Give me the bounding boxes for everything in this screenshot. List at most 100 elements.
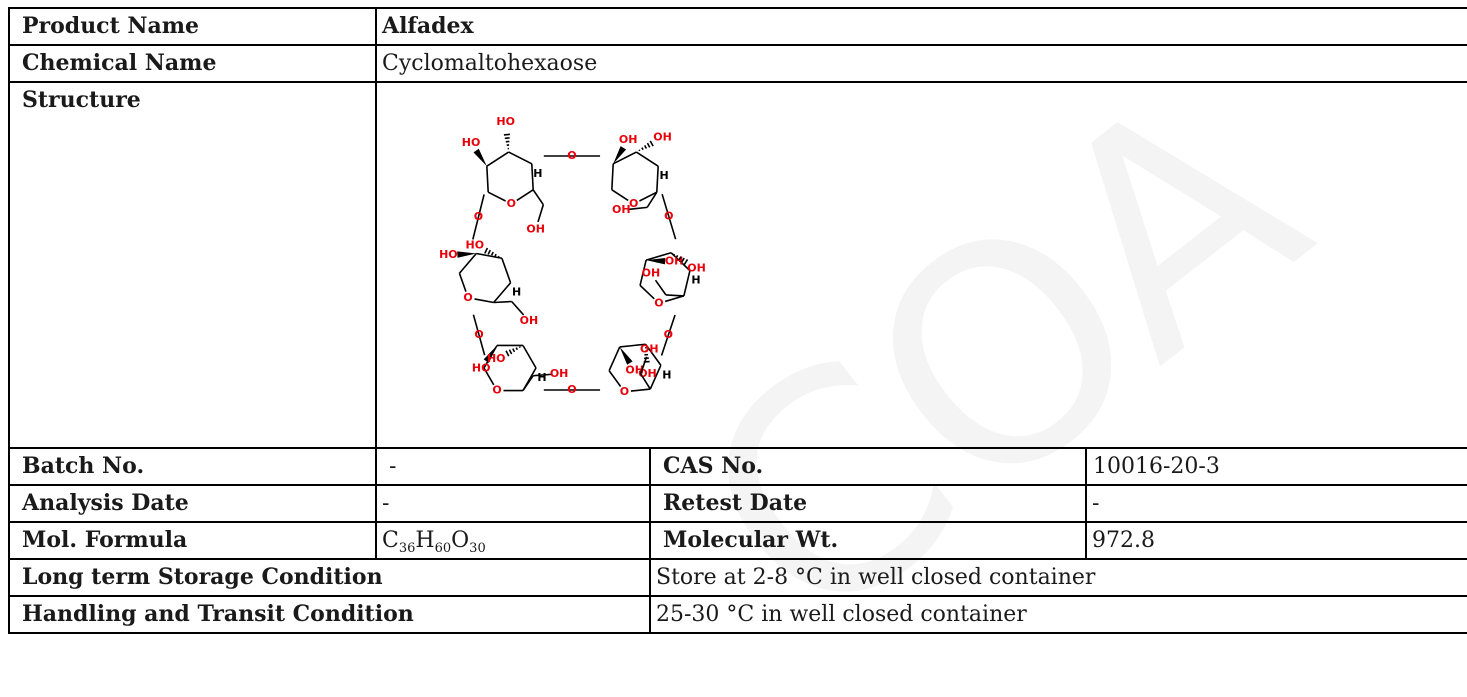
ring-oxygen-5: O [463, 291, 472, 304]
hydroxyl-1-b: OH [653, 130, 672, 143]
ch2oh-4: OH [550, 367, 569, 380]
hydroxyl-4-b: HO [487, 352, 506, 365]
hash-bond [508, 349, 513, 355]
row-formula-weight: Mol. Formula C36H60O30 Molecular Wt. 972… [8, 521, 1467, 560]
handling-transit-value: 25-30 °C in well closed container [648, 595, 1467, 634]
product-name-value: Alfadex [374, 7, 1467, 46]
hash-bond [638, 149, 641, 152]
cas-no-label: CAS No. [649, 447, 1087, 486]
hash-bond [494, 253, 497, 257]
formula-el-o: O [451, 528, 470, 553]
hash-bond [497, 255, 500, 258]
row-handling: Handling and Transit Condition 25-30 °C … [8, 595, 1467, 634]
hash-bond [681, 257, 685, 263]
row-product-name: Product Name Alfadex [8, 7, 1467, 46]
ring-bond [644, 343, 662, 366]
glycosidic-oxygen-2: O [664, 328, 673, 341]
row-batch-cas: Batch No. - CAS No. 10016-20-3 [8, 447, 1467, 486]
glycosidic-bond [472, 216, 480, 240]
batch-no-label: Batch No. [8, 447, 377, 486]
cas-no-value: 10016-20-3 [1084, 447, 1467, 486]
wedge-bond [613, 146, 627, 164]
hydroxyl-0-b: HO [496, 115, 515, 128]
ring-bond [656, 166, 659, 193]
glycosidic-oxygen-3: O [567, 383, 576, 396]
hash-bond [675, 254, 679, 258]
ch2oh-bond [511, 300, 525, 316]
stereo-h-4: H [537, 371, 546, 384]
ch2-bond [522, 375, 534, 391]
hydroxyl-4-a: HO [472, 362, 491, 375]
retest-date-value: - [1084, 484, 1467, 523]
hash-bond [515, 347, 519, 351]
ring-bond [639, 284, 655, 300]
ring-bond [635, 151, 659, 167]
ch2oh-bond [639, 356, 648, 375]
ring-bond [458, 272, 467, 292]
formula-el-h: H [415, 528, 435, 553]
ring-bond [683, 270, 691, 297]
ring-bond [639, 259, 647, 286]
ring-bond [483, 367, 495, 386]
ring-bond [612, 151, 637, 165]
ch2-bond [665, 294, 684, 297]
wedge-bond [473, 148, 487, 167]
stereo-h-3: H [662, 368, 671, 381]
ch2-bond [646, 191, 658, 208]
chemical-name-label: Chemical Name [8, 44, 377, 83]
ch2-bond [639, 373, 651, 390]
hash-bond [683, 258, 689, 265]
ch2oh-2: OH [642, 267, 661, 280]
glycosidic-oxygen-1: O [664, 210, 673, 223]
mol-formula-label: Mol. Formula [8, 521, 377, 560]
ring-bond [458, 252, 477, 274]
ring-oxygen-0: O [507, 197, 516, 210]
ring-bond [611, 189, 629, 202]
ch2-bond [493, 300, 512, 304]
formula-n-h: 60 [434, 541, 452, 556]
wedge-bond [646, 257, 666, 265]
hash-bond [490, 251, 494, 256]
row-storage: Long term Storage Condition Store at 2-8… [8, 558, 1467, 597]
hash-bond [512, 348, 516, 353]
ch2oh-bond [533, 373, 552, 377]
stereo-h-1: H [660, 169, 669, 182]
ring-bond [619, 343, 646, 348]
hash-bond [649, 140, 654, 147]
ring-bond [476, 252, 503, 260]
mol-formula-value: C36H60O30 [375, 521, 651, 560]
hydroxyl-0-a: HO [462, 136, 481, 149]
glycosidic-bond [661, 193, 670, 217]
glycosidic-oxygen-4: O [474, 328, 483, 341]
glycosidic-bond [477, 194, 485, 218]
retest-date-label: Retest Date [649, 484, 1087, 523]
hydroxyl-5-a: HO [439, 248, 458, 261]
hydroxyl-2-b: OH [687, 262, 706, 275]
ring-bond [649, 364, 662, 390]
hash-bond [487, 249, 492, 255]
stereo-h-5: H [512, 286, 521, 299]
ring-bond [611, 163, 614, 190]
formula-el-c: C [382, 528, 399, 553]
ch2oh-0: OH [526, 222, 545, 235]
hash-bond [678, 256, 682, 261]
ch2oh-bond [537, 204, 545, 223]
row-chemical-name: Chemical Name Cyclomaltohexaose [8, 44, 1467, 83]
glycosidic-bond [478, 334, 486, 356]
batch-no-value: - [375, 447, 651, 486]
ring-bond [670, 252, 691, 272]
ring-bond [516, 189, 534, 202]
hydroxyl-1-a: OH [619, 133, 638, 146]
hash-bond [646, 142, 651, 148]
ring-bond [508, 151, 533, 165]
ring-bond [474, 298, 494, 304]
ring-bond [487, 191, 506, 202]
ring-bond [493, 282, 512, 304]
ring-oxygen-3: O [620, 385, 629, 398]
hash-bond [518, 346, 521, 348]
ring-bond [608, 346, 621, 372]
hydroxyl-2-a: OH [665, 255, 684, 268]
